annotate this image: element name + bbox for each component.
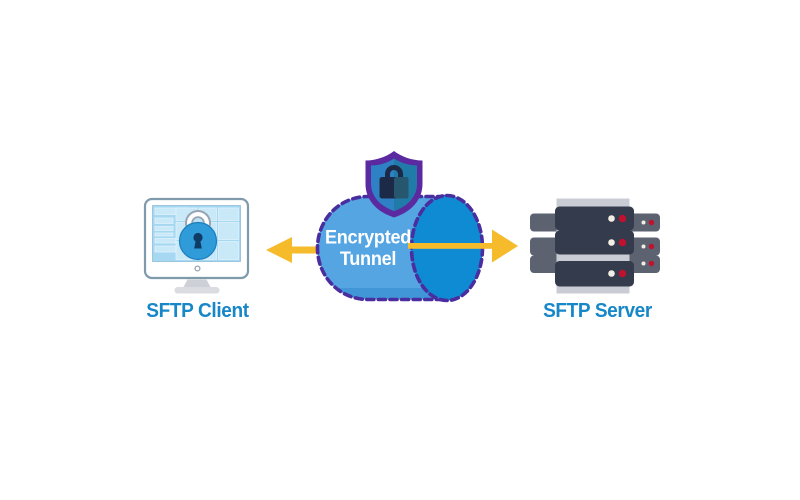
shield-padlock-icon <box>365 151 423 218</box>
server-unit-2 <box>555 230 634 255</box>
screen-padlock-icon <box>178 210 218 261</box>
status-led-red <box>618 238 627 247</box>
status-led-red <box>618 214 627 223</box>
rear-bar-leds <box>641 219 655 267</box>
server-label: SFTP Server <box>543 299 653 322</box>
data-flow-left-arrow-icon <box>266 237 318 263</box>
server-unit-1 <box>555 206 634 231</box>
monitor-stand <box>174 279 220 294</box>
status-led-white <box>608 215 615 222</box>
tunnel-label-line1: Encrypted <box>325 226 411 248</box>
padlock-icon <box>379 165 409 199</box>
server-unit-3 <box>555 261 634 287</box>
sftp-server-illustration <box>530 198 660 294</box>
client-label: SFTP Client <box>146 299 249 322</box>
status-led-red <box>618 269 627 278</box>
sftp-client-illustration <box>143 197 250 294</box>
status-led-white <box>608 270 615 277</box>
status-led-white <box>608 239 615 246</box>
data-flow-right-arrow-icon <box>408 229 518 263</box>
monitor-camera-dot <box>194 265 201 272</box>
server-rack-icon <box>530 198 660 294</box>
tunnel-label-line2: Tunnel <box>340 247 396 269</box>
